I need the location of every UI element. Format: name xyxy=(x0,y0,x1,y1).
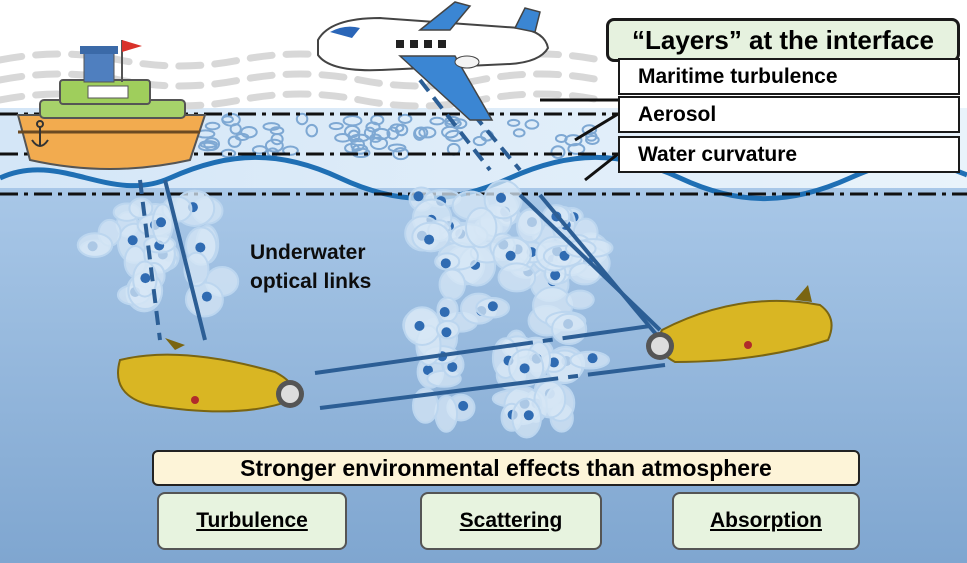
aerosol-bubble xyxy=(581,124,598,136)
aerosol-bubble xyxy=(564,134,583,147)
underwater-links-label: Underwater optical links xyxy=(250,238,371,296)
scattering-bubble xyxy=(76,232,114,258)
scattering-particle xyxy=(548,357,559,368)
effect-absorption: Absorption xyxy=(672,492,860,550)
aerosol-bubble xyxy=(418,126,437,139)
anchor-icon xyxy=(31,120,49,147)
scattering-bubble xyxy=(565,289,595,310)
aerosol-bubble xyxy=(363,126,376,140)
effect-scattering: Scattering xyxy=(420,492,602,550)
scattering-particle xyxy=(441,327,452,338)
layer-maritime-turbulence: Maritime turbulence xyxy=(618,58,960,95)
airplane-icon xyxy=(317,1,550,121)
aerosol-bubble xyxy=(204,121,221,131)
layer-aerosol: Aerosol xyxy=(618,96,960,133)
aerosol-bubble xyxy=(389,123,405,133)
aerosol-bubble xyxy=(365,121,381,133)
auv-left-icon xyxy=(117,338,304,413)
aerosol-bubble xyxy=(386,126,400,140)
scattering-bubble xyxy=(551,312,588,346)
scattering-particle xyxy=(458,400,469,411)
leader-lines xyxy=(540,98,619,182)
aerosol-bubble xyxy=(371,127,391,141)
interface-layers-title: “Layers” at the interface xyxy=(606,18,960,62)
aerosol-bubble xyxy=(397,113,413,124)
scattering-bubble xyxy=(464,206,498,249)
ship-icon xyxy=(16,40,207,170)
aerosol-bubble xyxy=(369,136,389,151)
aerosol-bubble xyxy=(305,123,319,138)
aerosol-bubble xyxy=(251,145,268,155)
scattering-particle xyxy=(447,361,458,372)
aerosol-bubble xyxy=(350,133,370,143)
underwater-label-line2: optical links xyxy=(250,270,372,293)
flag-icon xyxy=(122,40,142,52)
scattering-particle xyxy=(587,353,598,364)
scattering-particle xyxy=(140,273,151,284)
scattering-particle xyxy=(487,301,498,312)
scattering-bubble xyxy=(434,394,459,433)
scattering-particle xyxy=(439,307,450,318)
scattering-particle xyxy=(424,234,435,245)
aerosol-bubble xyxy=(295,112,309,126)
aerosol-bubble xyxy=(227,135,242,148)
scattering-particle xyxy=(440,258,451,269)
scattering-bubble xyxy=(438,268,466,301)
scattering-particle xyxy=(201,291,212,302)
environment-banner: Stronger environmental effects than atmo… xyxy=(152,450,860,486)
aerosol-bubble xyxy=(342,115,363,127)
aerosol-bubble xyxy=(506,118,521,127)
scattering-particle xyxy=(496,192,507,203)
scattering-particle xyxy=(422,365,433,376)
aerosol-bubble xyxy=(282,145,299,156)
layer-water-curvature: Water curvature xyxy=(618,136,960,173)
aerosol-bubble xyxy=(512,128,526,138)
aerosol-bubble xyxy=(524,119,540,130)
aerosol-bubble xyxy=(229,123,242,135)
scattering-particle xyxy=(127,235,138,246)
scattering-particle xyxy=(519,363,530,374)
scattering-particle xyxy=(156,217,167,228)
scattering-particle xyxy=(414,320,425,331)
aerosol-bubble xyxy=(203,137,221,151)
aerosol-bubble xyxy=(270,132,284,146)
scattering-particle xyxy=(523,410,534,421)
aerosol-bubble xyxy=(429,116,445,126)
scattering-particle xyxy=(195,242,206,253)
auv-right-icon xyxy=(646,285,833,364)
scattering-clusters xyxy=(76,179,614,439)
scattering-bubble xyxy=(497,262,537,293)
aerosol-bubble xyxy=(328,121,344,131)
aerosol-bubble xyxy=(550,145,566,159)
aerosol-bubble xyxy=(199,140,218,149)
aerosol-bubble xyxy=(350,137,365,152)
scattering-particle xyxy=(550,270,561,281)
effect-turbulence: Turbulence xyxy=(157,492,347,550)
optical-links xyxy=(138,78,667,410)
aerosol-bubble xyxy=(585,134,600,145)
underwater-label-line1: Underwater xyxy=(250,241,366,264)
aerosol-bubble xyxy=(264,138,284,153)
scattering-bubble xyxy=(516,208,544,244)
scattering-particle xyxy=(413,191,424,202)
aerosol-bubble xyxy=(387,143,407,153)
aerosol-bubbles xyxy=(152,112,600,161)
scattering-particle xyxy=(505,250,516,261)
aerosol-bubble xyxy=(221,115,234,124)
aerosol-bubble xyxy=(413,126,426,141)
